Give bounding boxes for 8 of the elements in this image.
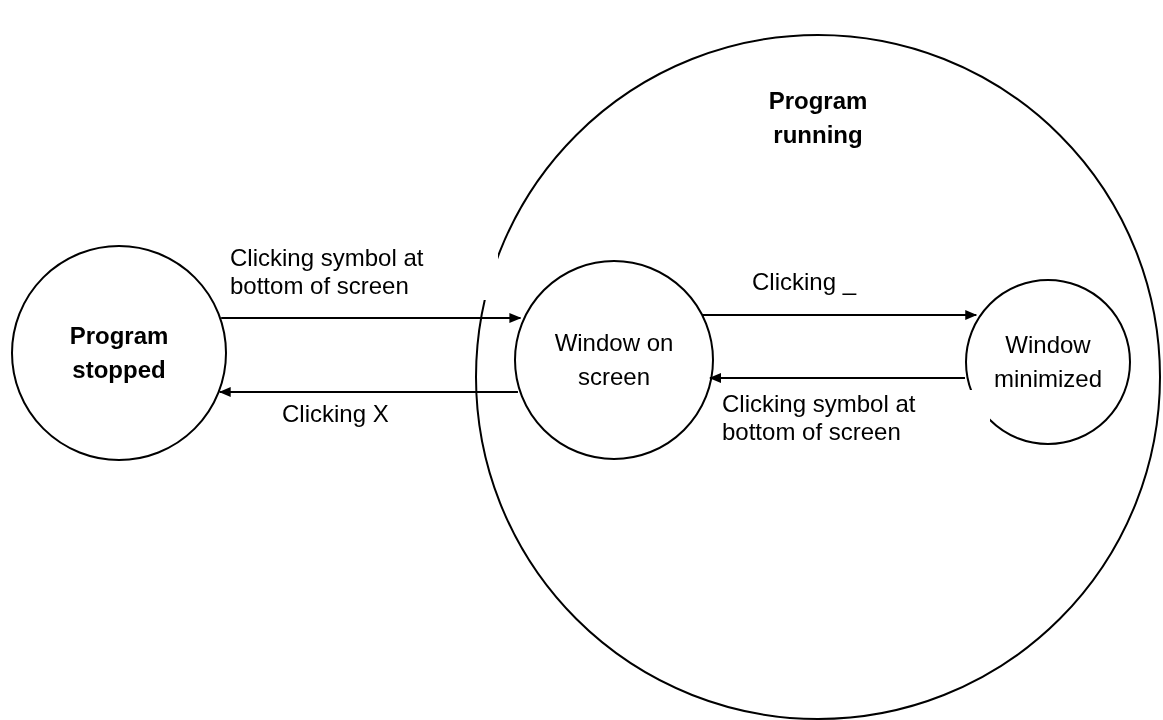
state-label: Window on screen [553,328,675,392]
state-label: Program stopped [68,321,170,385]
state-label: Window minimized [993,330,1103,394]
state-label: Program running [767,86,869,150]
arrow [220,313,522,323]
arrow [709,373,966,383]
arrow [218,387,519,397]
arrow [701,310,978,320]
